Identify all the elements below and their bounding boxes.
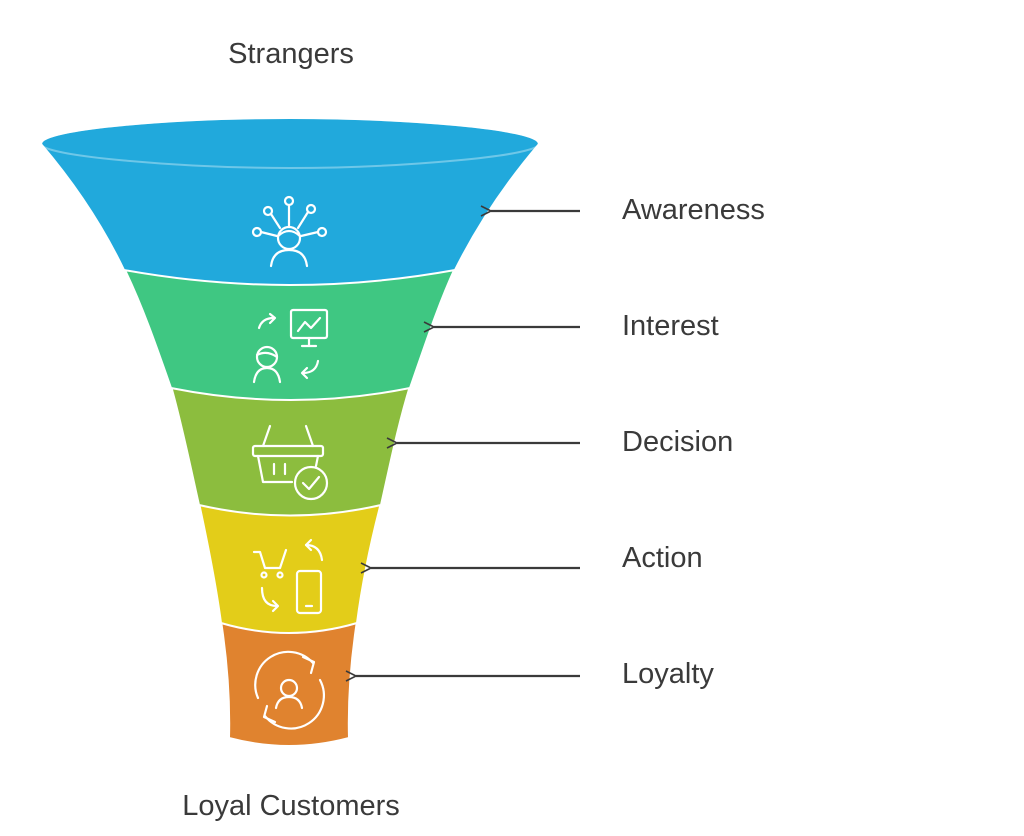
person-presentation-icon (252, 308, 329, 384)
funnel-rim (39, 116, 541, 170)
stage-label-decision: Decision (622, 426, 734, 458)
cart-phone-icon (252, 538, 324, 615)
stage-label-action: Action (622, 542, 703, 574)
basket-check-icon (251, 424, 329, 501)
stage-label-loyalty: Loyalty (622, 658, 714, 690)
funnel-segment-decision (169, 385, 412, 517)
top-label-strangers: Strangers (228, 38, 354, 70)
funnel-segment-action (197, 502, 383, 634)
stage-label-interest: Interest (622, 310, 719, 342)
user-cycle-icon (254, 650, 325, 730)
funnel-segment-interest (122, 267, 457, 401)
person-network-icon (251, 195, 328, 268)
funnel-segment-loyalty (219, 620, 359, 747)
stage-label-awareness: Awareness (622, 194, 765, 226)
funnel-segment-awareness (39, 116, 541, 286)
bottom-label-loyal-customers: Loyal Customers (182, 790, 400, 822)
